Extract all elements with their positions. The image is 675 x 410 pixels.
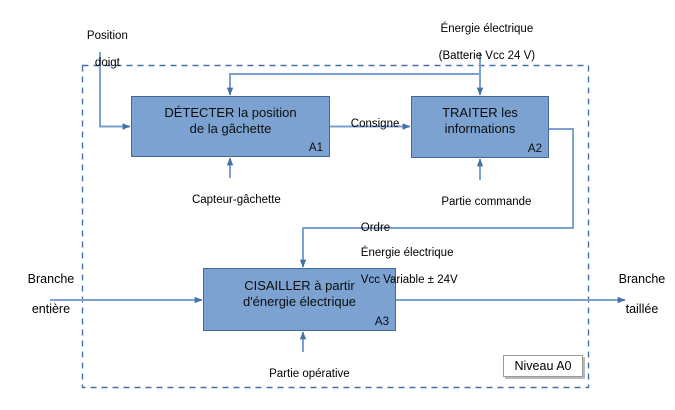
function-block-a1-code: A1 [308,142,323,154]
flow-energie-batterie-branch-a1 [226,73,480,96]
label-energie-batterie-line2: (Batterie Vcc 24 V) [438,49,536,62]
label-energie-variable-line1: Énergie électrique [360,246,454,259]
label-partie-operative-text: Partie opérative [269,367,350,380]
function-block-a2-title-line2: informations [444,121,516,136]
label-branche-entiere-line2: entière [31,302,71,316]
function-block-a1-title: DÉTECTER la position de la gâchette [132,105,329,137]
flow-ordre-energie-variable [299,128,574,268]
function-block-a3-title: CISAILLER à partir d'énergie électrique [204,278,395,310]
function-block-a3[interactable]: CISAILLER à partir d'énergie électrique … [203,268,396,331]
label-consigne: Consigne [338,104,412,145]
label-ordre: Ordre [348,208,428,249]
function-block-a3-code: A3 [374,316,389,328]
label-position-doigt-line1: Position [86,29,128,42]
function-block-a1-title-line2: de la gâchette [189,121,272,136]
label-capteur-gachette-text: Capteur-gâchette [191,193,281,206]
niveau-a0-badge-label: Niveau A0 [514,359,572,373]
a0-frame-dashed-border [81,64,590,389]
label-partie-commande: Partie commande [410,182,550,223]
flow-position-doigt [99,52,131,130]
function-block-a2-title-line1: TRAITER les [442,105,518,120]
function-block-a2-title: TRAITER les informations [412,105,548,137]
function-block-a2-code: A2 [527,143,542,155]
label-capteur-gachette: Capteur-gâchette [160,180,300,221]
label-branche-entiere-line1: Branche [27,272,75,286]
function-block-a1-title-line1: DÉTECTER la position [164,105,297,120]
label-energie-variable-line2: Vcc Variable ± 24V [360,273,458,286]
label-position-doigt: Position doigt [60,16,142,84]
function-block-a1[interactable]: DÉTECTER la position de la gâchette A1 [131,96,330,157]
label-branche-entiere: Branche entière [5,257,83,332]
label-energie-batterie-line1: Énergie électrique [440,22,534,35]
label-branche-taillee-line2: taillée [625,302,659,316]
label-partie-operative: Partie opérative [233,354,373,395]
label-energie-batterie: Énergie électrique (Batterie Vcc 24 V) [398,9,563,77]
function-block-a3-title-line1: CISAILLER à partir [244,278,355,293]
label-energie-variable: Énergie électrique Vcc Variable ± 24V [348,233,528,301]
function-block-a2[interactable]: TRAITER les informations A2 [411,96,549,158]
niveau-a0-badge: Niveau A0 [503,355,583,377]
label-ordre-text: Ordre [360,221,391,234]
label-position-doigt-line2: doigt [94,56,120,69]
label-branche-taillee: Branche taillée [598,257,672,332]
label-partie-commande-text: Partie commande [441,195,532,208]
label-branche-taillee-line1: Branche [618,272,666,286]
label-consigne-text: Consigne [350,117,400,130]
function-block-a3-title-line2: d'énergie électrique [242,294,357,309]
